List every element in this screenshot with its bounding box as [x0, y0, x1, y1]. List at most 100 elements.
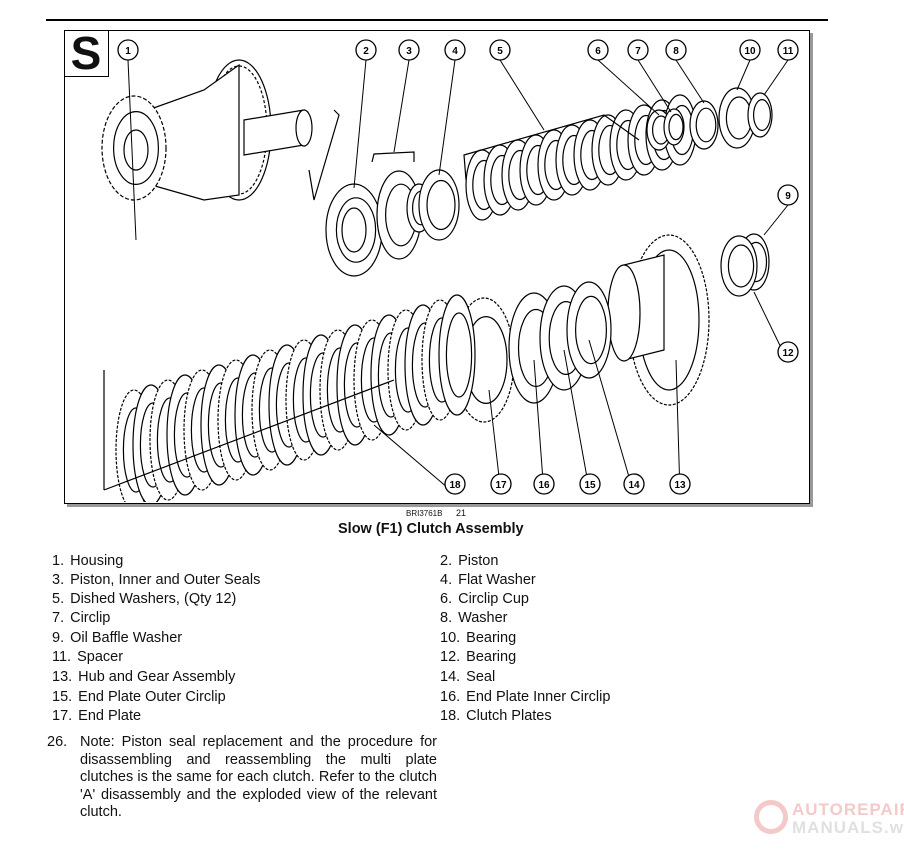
- parts-list-item: 8. Washer: [440, 610, 508, 626]
- leader-line: [597, 59, 660, 116]
- callout-circle: [117, 39, 139, 61]
- item-number: 17.: [52, 708, 73, 724]
- callout-label: 9: [785, 191, 791, 202]
- callout-label: 15: [584, 480, 596, 491]
- parts-list-item: 10.Bearing: [440, 630, 516, 646]
- housing-bore: [123, 129, 149, 171]
- callout-circle: [777, 184, 799, 206]
- item-name: Washer: [458, 610, 508, 626]
- item-name: Bearing: [466, 649, 517, 665]
- callout-label: 7: [635, 46, 641, 57]
- parts-list-item: 1.Housing: [52, 553, 123, 569]
- item-number: 7.: [52, 610, 65, 626]
- item-number: 13.: [52, 669, 73, 685]
- callout-label: 3: [406, 46, 412, 57]
- parts-list-item: 5. Dished Washers, (Qty 12): [52, 591, 236, 607]
- item-name: Circlip: [70, 610, 111, 626]
- callout-label: 1: [125, 46, 131, 57]
- bracket: [308, 109, 640, 201]
- item-number: 11.: [52, 649, 72, 665]
- callout-label: 2: [363, 46, 369, 57]
- callout-7: 7: [627, 39, 672, 113]
- item-number: 3.: [52, 572, 65, 588]
- clutch-plate: [445, 312, 473, 398]
- callout-11: 11: [763, 39, 799, 96]
- callout-6: 6: [587, 39, 660, 116]
- callout-5: 5: [489, 39, 545, 131]
- circlip: [668, 113, 684, 141]
- callout-label: 10: [744, 46, 756, 57]
- parts-list-item: 3. Piston, Inner and Outer Seals: [52, 572, 260, 588]
- callout-16: 16: [533, 359, 555, 495]
- item-name: Hub and Gear Assembly: [78, 669, 236, 685]
- callout-label: 17: [495, 480, 507, 491]
- figure-frame: [64, 30, 810, 504]
- item-name: Circlip Cup: [458, 591, 530, 607]
- leader-line: [675, 359, 681, 495]
- leader-line: [675, 59, 705, 104]
- callout-circle: [490, 473, 512, 495]
- leader-line: [736, 59, 751, 91]
- callout-circle: [444, 39, 466, 61]
- callout-1: 1: [117, 39, 139, 241]
- item-number: 10.: [440, 630, 461, 646]
- spacer: [752, 98, 771, 131]
- note-number: 26.: [47, 734, 68, 750]
- parts-list-item: 15.End Plate Outer Circlip: [52, 689, 226, 705]
- piston-bore: [341, 207, 367, 253]
- parts-list-item: 6.Circlip Cup: [440, 591, 529, 607]
- item-number: 15.: [52, 689, 73, 705]
- callout-circle: [444, 473, 466, 495]
- item-name: Piston: [458, 553, 499, 569]
- watermark-text: MANUALS.ws: [792, 818, 904, 837]
- callout-label: 13: [674, 480, 686, 491]
- item-name: Seal: [466, 669, 496, 685]
- callout-circle: [398, 39, 420, 61]
- section-badge: S: [64, 30, 109, 77]
- callout-4: 4: [438, 39, 466, 176]
- callout-label: 16: [538, 480, 550, 491]
- parts-list-item: 12.Bearing: [440, 649, 516, 665]
- item-number: 5.: [52, 591, 65, 607]
- item-name: Piston, Inner and Outer Seals: [70, 572, 261, 588]
- item-name: Dished Washers, (Qty 12): [70, 591, 237, 607]
- callout-label: 12: [782, 348, 794, 359]
- callout-label: 8: [673, 46, 679, 57]
- header-rule: [46, 19, 828, 21]
- parts-list-item: 2.Piston: [440, 553, 498, 569]
- callout-2: 2: [353, 39, 377, 189]
- parts-list-item: 7. Circlip: [52, 610, 110, 626]
- callout-17: 17: [488, 389, 512, 495]
- callout-circle: [489, 39, 511, 61]
- callout-label: 11: [783, 46, 794, 57]
- item-number: 8.: [440, 610, 453, 626]
- leader-line: [393, 59, 410, 153]
- bracket: [103, 370, 395, 491]
- item-name: End Plate Inner Circlip: [466, 689, 611, 705]
- leader-line: [127, 59, 137, 241]
- seal: [575, 295, 608, 365]
- callout-9: 9: [763, 184, 799, 236]
- leader-line: [438, 59, 456, 176]
- leader-line: [499, 59, 545, 131]
- parts-list-item: 4. Flat Washer: [440, 572, 536, 588]
- parts-list-item: 16. End Plate Inner Circlip: [440, 689, 610, 705]
- callout-circle: [669, 473, 691, 495]
- item-number: 4.: [440, 572, 453, 588]
- leader-line: [637, 59, 672, 113]
- bearing-12: [727, 244, 755, 288]
- item-name: End Plate: [78, 708, 142, 724]
- callout-circle: [777, 39, 799, 61]
- item-name: Housing: [70, 553, 124, 569]
- leader-line: [373, 424, 456, 495]
- callout-label: 6: [595, 46, 601, 57]
- callout-circle: [665, 39, 687, 61]
- callout-label: 14: [628, 480, 640, 491]
- washer: [695, 107, 717, 143]
- leader-line: [353, 59, 367, 189]
- item-name: Spacer: [77, 649, 124, 665]
- item-number: 16.: [440, 689, 461, 705]
- callout-circle: [627, 39, 649, 61]
- item-name: Flat Washer: [458, 572, 536, 588]
